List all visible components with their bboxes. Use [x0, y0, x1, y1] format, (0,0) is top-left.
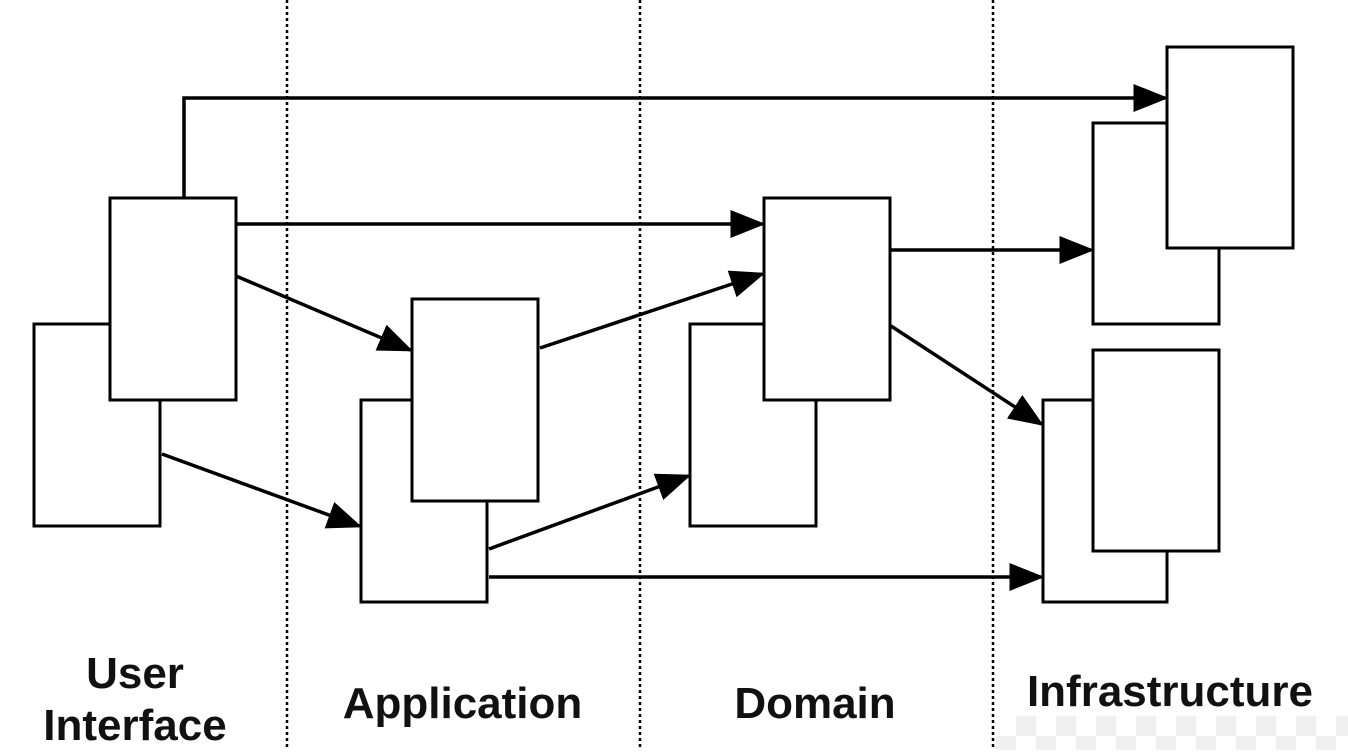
- arrow-ui-to-application-front: [235, 274, 414, 352]
- watermark-pattern: [996, 716, 1348, 750]
- arrow-ui-to-application-back: [161, 452, 363, 529]
- arrow-application-to-domain-back: [488, 473, 692, 551]
- layer-label-infrastructure: Infrastructure: [1026, 667, 1314, 716]
- arrow-domain-to-infrastructure-bottom: [890, 324, 1044, 426]
- layer-label-application: Application: [342, 679, 583, 728]
- layer-label-user-interface: User Interface: [43, 649, 227, 750]
- domain-box-front: [762, 196, 892, 402]
- arrow-ui-to-infrastructure-top: [182, 84, 1169, 197]
- layer-label-domain: Domain: [734, 679, 896, 728]
- application-box-front: [410, 297, 540, 503]
- infrastructure-bottom-box-front: [1091, 348, 1221, 553]
- arrow-application-to-domain-front: [539, 270, 766, 350]
- infrastructure-top-box-front: [1165, 45, 1295, 250]
- ui-box-front: [108, 196, 238, 402]
